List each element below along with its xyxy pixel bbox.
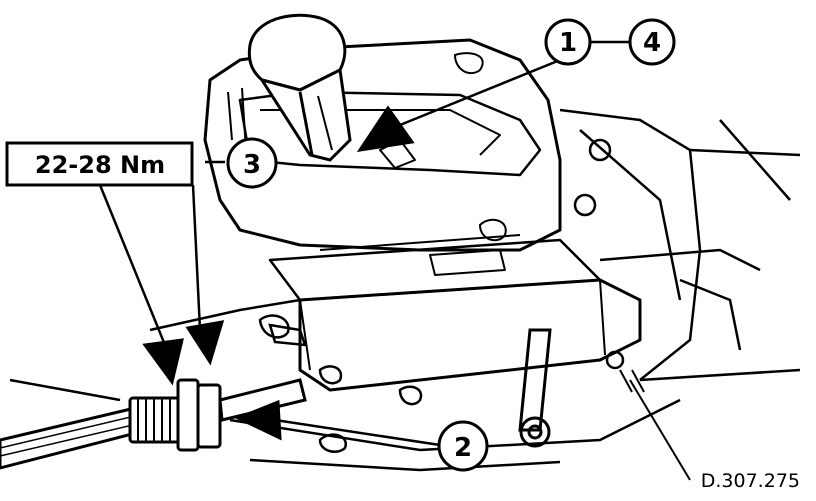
callout-2: 2 — [437, 420, 489, 472]
callout-3: 3 — [226, 137, 278, 189]
reference-code: D.307.275 — [701, 470, 800, 492]
selector-arm — [518, 328, 552, 448]
linkage-block — [268, 218, 642, 392]
torque-label: 22-28 Nm — [35, 151, 165, 179]
callout-3-label: 3 — [243, 150, 261, 180]
shift-cable — [0, 378, 307, 470]
base-plate — [9, 298, 681, 472]
shift-knob — [247, 13, 352, 162]
callout-4-label: 4 — [643, 28, 661, 58]
torque-specification: 22-28 Nm — [5, 141, 194, 187]
callout-1-label: 1 — [559, 28, 577, 58]
callout-4: 4 — [628, 18, 676, 66]
right-frame — [559, 108, 801, 382]
callout-2-label: 2 — [454, 433, 472, 463]
pointer-arrows — [98, 58, 691, 481]
callout-1: 1 — [544, 18, 592, 66]
